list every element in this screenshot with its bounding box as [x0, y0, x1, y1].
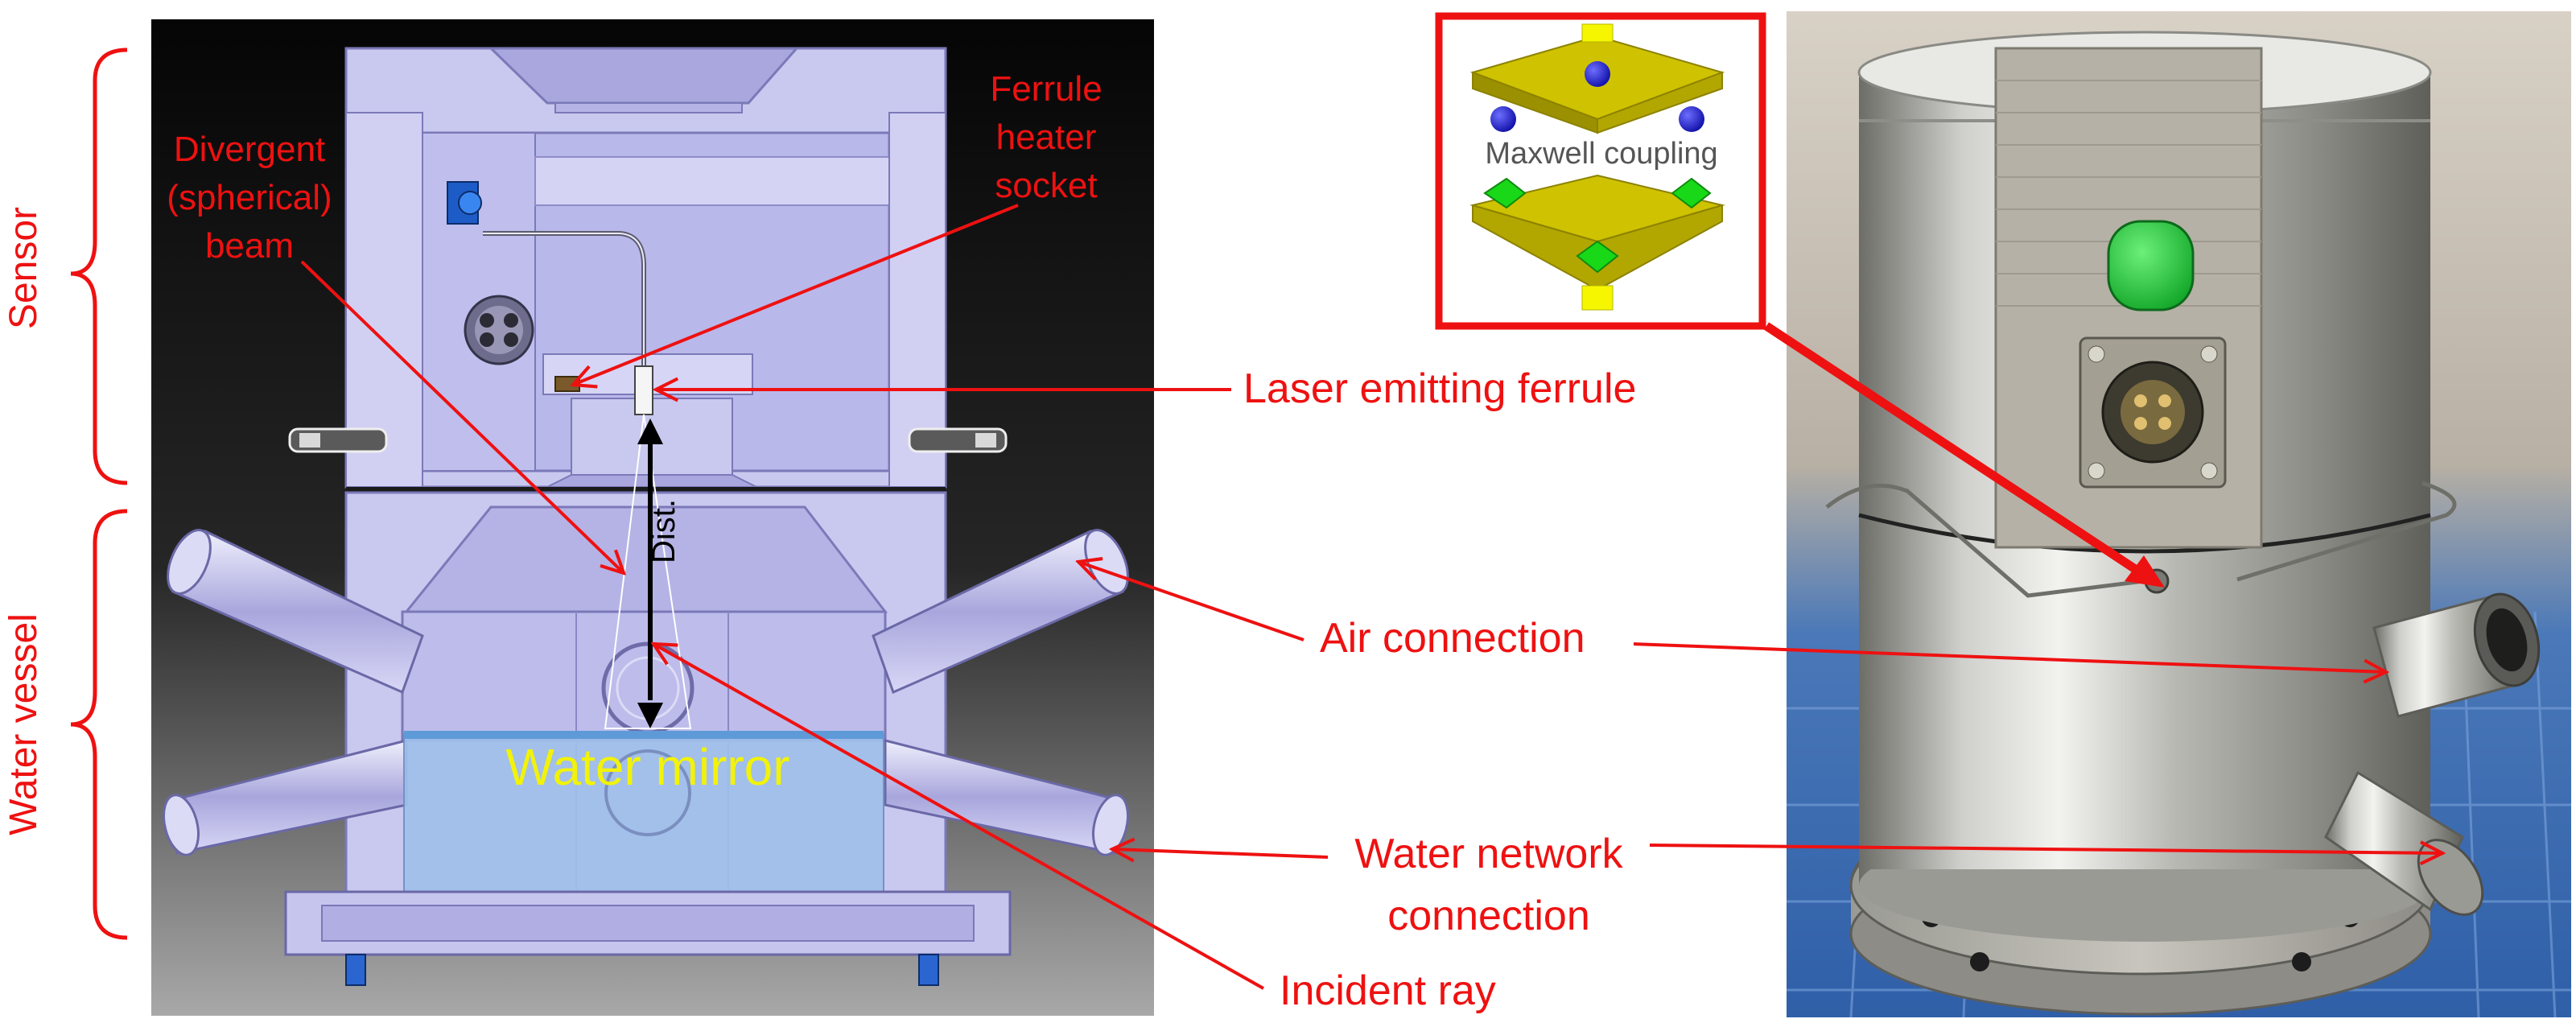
svg-text:connection: connection — [1387, 893, 1590, 939]
arrow-water-photo — [1649, 845, 2442, 853]
air-connection-label: Air connection — [1320, 615, 1585, 662]
arrow-heater-socket — [573, 204, 1019, 385]
arrow-air-connection-cad — [1078, 562, 1304, 641]
water-vessel-label: Water vessel — [2, 613, 45, 835]
ferrule — [634, 365, 653, 415]
svg-text:Divergent: Divergent — [174, 130, 325, 169]
cad-cross-section: Dist. Water mirror — [151, 19, 1154, 1016]
divergent-beam-label: Divergent (spherical) beam — [167, 130, 332, 266]
svg-text:(spherical): (spherical) — [167, 178, 332, 217]
arrow-maxwell-coupling — [1763, 322, 2152, 582]
svg-text:heater: heater — [996, 118, 1097, 157]
latch-right — [908, 427, 1008, 453]
svg-text:Water network: Water network — [1354, 831, 1623, 877]
device-photo — [1787, 11, 2571, 1018]
incident-ray-label: Incident ray — [1280, 967, 1496, 1014]
annotation-arrows — [300, 204, 2442, 990]
arrow-divergent-beam — [300, 260, 624, 573]
sensor-brace: Sensor — [2, 47, 128, 485]
arrow-incident-ray — [653, 644, 1264, 990]
water-vessel-brace: Water vessel — [2, 509, 128, 940]
photo-seam — [1858, 513, 2431, 554]
maxwell-coupling-label: Maxwell coupling — [1485, 137, 1717, 171]
water-surface — [404, 731, 884, 739]
water-network-connection-label: Water network connection — [1354, 831, 1623, 939]
water-mirror-label: Water mirror — [505, 738, 789, 796]
maxwell-coupling-inset: Maxwell coupling — [1435, 12, 1766, 330]
svg-text:beam: beam — [205, 226, 294, 266]
sensor-label: Sensor — [2, 207, 45, 329]
svg-text:Ferrule: Ferrule — [990, 69, 1102, 109]
latch-left — [288, 427, 388, 453]
foot-left — [345, 954, 366, 986]
arrow-water-cad — [1112, 849, 1329, 857]
dist-label: Dist. — [646, 499, 682, 563]
photo-latch-wire — [1825, 483, 2158, 598]
ferrule-heater-socket-label: Ferrule heater socket — [990, 69, 1102, 205]
svg-text:socket: socket — [995, 166, 1097, 205]
tube-upper-left — [167, 529, 424, 695]
foot-right — [918, 954, 939, 986]
top-funnel — [488, 47, 800, 105]
laser-emitting-ferrule-label: Laser emitting ferrule — [1243, 365, 1636, 412]
arrow-air-connection-photo — [1633, 642, 2386, 672]
photo-green-button — [2107, 220, 2195, 311]
photo-air-tube — [2372, 592, 2541, 718]
